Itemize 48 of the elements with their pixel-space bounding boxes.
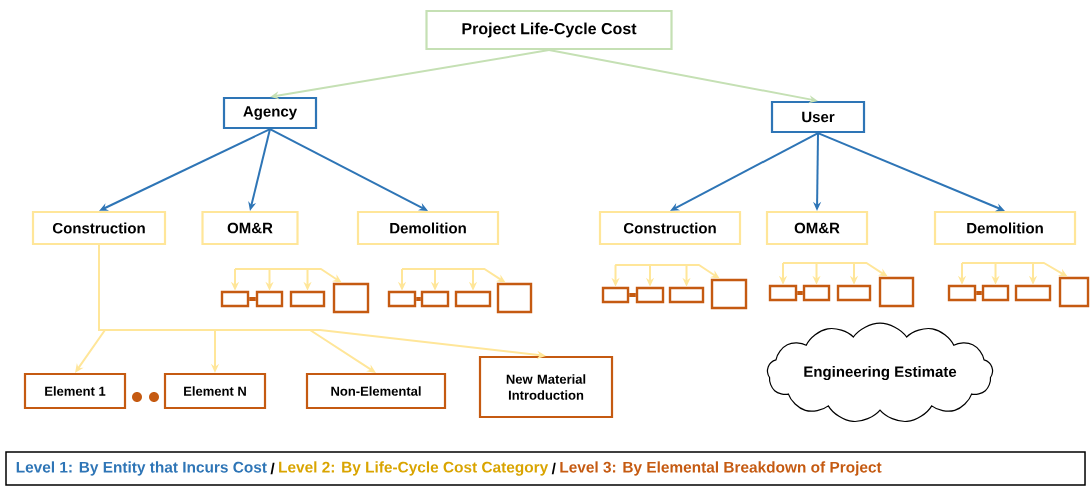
entity-box: Agency — [222, 96, 318, 130]
element-box: Element N — [163, 372, 267, 410]
small-box — [836, 284, 872, 302]
arrow — [99, 128, 271, 211]
separator-slash: / — [551, 462, 556, 475]
element-box: New Material Introduction — [478, 355, 614, 419]
small-box — [220, 290, 250, 308]
small-box — [289, 290, 326, 308]
arrow — [817, 132, 1005, 212]
category-box: OM&R — [765, 210, 869, 246]
link-line — [249, 297, 256, 301]
category-box: Construction — [31, 210, 167, 246]
small-box — [668, 286, 705, 304]
category-box: Demolition — [356, 210, 500, 246]
estimate-cloud: Engineering Estimate — [767, 322, 993, 423]
small-box — [1014, 284, 1052, 302]
legend-entry: Level 3: By Elemental Breakdown of Project — [560, 461, 882, 476]
link-line — [797, 291, 803, 295]
legend-entry: Level 1: By Entity that Incurs Cost — [16, 461, 267, 476]
small-box — [947, 284, 977, 302]
category-box: OM&R — [201, 210, 299, 246]
small-box — [454, 290, 492, 308]
element-box: Element 1 — [23, 372, 127, 410]
link-line — [629, 293, 636, 297]
small-box — [981, 284, 1010, 302]
entity-box: User — [770, 100, 866, 134]
small-box — [710, 278, 748, 310]
small-box — [387, 290, 417, 308]
link-line — [416, 297, 421, 301]
small-box — [332, 282, 370, 314]
small-box — [768, 284, 798, 302]
category-box: Construction — [598, 210, 742, 246]
small-box — [601, 286, 630, 304]
category-box: Demolition — [933, 210, 1077, 246]
small-box — [802, 284, 831, 302]
cost-box: Project Life-Cycle Cost — [425, 9, 673, 51]
small-box — [255, 290, 284, 308]
small-box — [635, 286, 665, 304]
arrow — [269, 128, 428, 211]
separator-slash: / — [270, 462, 275, 475]
arrow — [670, 132, 819, 211]
small-box — [1058, 276, 1090, 308]
small-box — [420, 290, 450, 308]
small-box — [496, 282, 533, 314]
link-line — [976, 291, 982, 295]
small-box — [878, 276, 915, 308]
legend-entry: Level 2: By Life-Cycle Cost Category — [279, 461, 549, 476]
element-box: Non-Elemental — [305, 372, 447, 410]
